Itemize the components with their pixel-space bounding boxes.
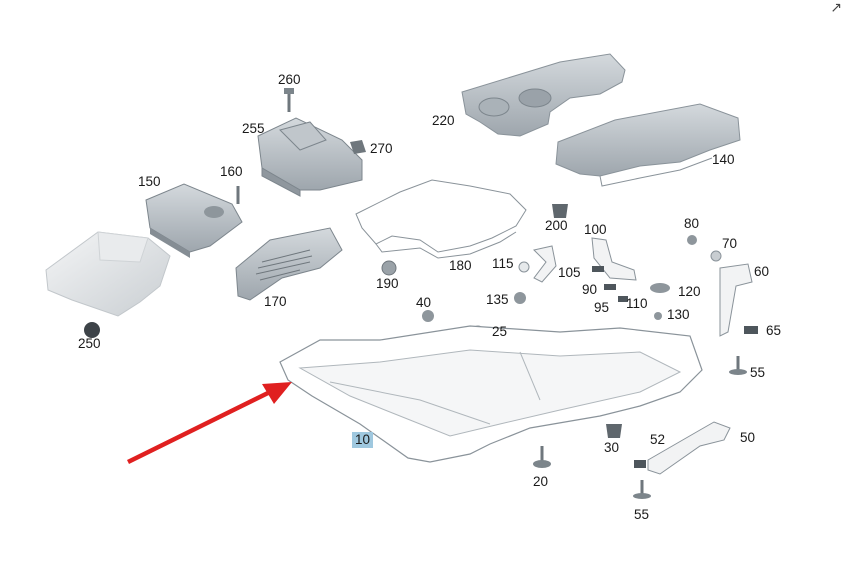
label-170: 170: [264, 294, 287, 309]
label-120: 120: [678, 284, 701, 299]
label-55-lower: 55: [634, 507, 650, 522]
part-270-clip: [350, 140, 366, 154]
label-50: 50: [740, 430, 756, 445]
label-140: 140: [712, 152, 735, 167]
part-60-bracket: [719, 263, 753, 337]
label-100: 100: [584, 222, 607, 237]
label-270: 270: [370, 141, 393, 156]
label-20: 20: [533, 474, 549, 489]
part-190-nut: [381, 260, 397, 276]
label-60: 60: [754, 264, 770, 279]
label-65: 65: [766, 323, 782, 338]
label-190: 190: [376, 276, 399, 291]
part-95-clip: [618, 296, 628, 302]
label-52: 52: [650, 432, 666, 447]
red-arrow-icon: [127, 382, 292, 465]
label-200: 200: [545, 218, 568, 233]
label-110: 110: [626, 296, 648, 311]
label-30: 30: [604, 440, 620, 455]
part-250-reservoir: [45, 231, 171, 338]
part-105-clip: [592, 266, 604, 272]
part-115-washer: [518, 261, 530, 273]
part-52-clip: [634, 460, 646, 468]
label-105: 105: [558, 265, 581, 280]
part-55b-head: [633, 493, 651, 499]
part-140-cover: [555, 103, 741, 187]
part-135-plug: [514, 292, 526, 304]
label-40: 40: [416, 295, 432, 310]
part-90-clip: [604, 284, 616, 290]
part-200-grommet: [552, 204, 568, 218]
label-135: 135: [486, 292, 509, 307]
part-80-bolt: [687, 235, 697, 245]
part-150-bracket: [145, 183, 243, 258]
label-80: 80: [684, 216, 700, 231]
part-40-nut: [422, 310, 434, 322]
label-130: 130: [667, 307, 690, 322]
label-250: 250: [78, 336, 101, 351]
part-10-underbody-panel: [279, 325, 703, 463]
label-55-upper: 55: [750, 365, 766, 380]
part-130-plug: [654, 312, 662, 320]
label-160: 160: [220, 164, 243, 179]
part-115-bracket: [533, 245, 557, 283]
part-220-engine-cover: [461, 53, 626, 137]
part-55a-head: [729, 369, 747, 375]
part-250-cap: [84, 322, 100, 338]
part-255-airbox: [257, 117, 363, 197]
part-65-clip: [744, 326, 758, 334]
label-180: 180: [449, 258, 472, 273]
label-95: 95: [594, 300, 610, 315]
label-260: 260: [278, 72, 301, 87]
part-170-shield: [235, 227, 343, 301]
label-25: 25: [492, 324, 508, 339]
part-50-bracket: [647, 421, 731, 475]
part-120-cap: [650, 283, 670, 293]
label-10-highlighted: 10: [352, 432, 374, 448]
external-link-icon[interactable]: ↗: [830, 0, 842, 16]
part-20-head: [533, 460, 551, 468]
part-70-grommet: [710, 250, 722, 262]
label-115: 115: [492, 256, 514, 271]
label-70: 70: [722, 236, 738, 251]
part-100-bracket: [591, 237, 637, 281]
part-180-heat-shield: [355, 179, 527, 259]
label-255: 255: [242, 121, 265, 136]
part-30-grommet: [606, 424, 622, 438]
part-260-head: [284, 88, 294, 94]
label-220: 220: [432, 113, 455, 128]
label-90: 90: [582, 282, 598, 297]
label-150: 150: [138, 174, 161, 189]
